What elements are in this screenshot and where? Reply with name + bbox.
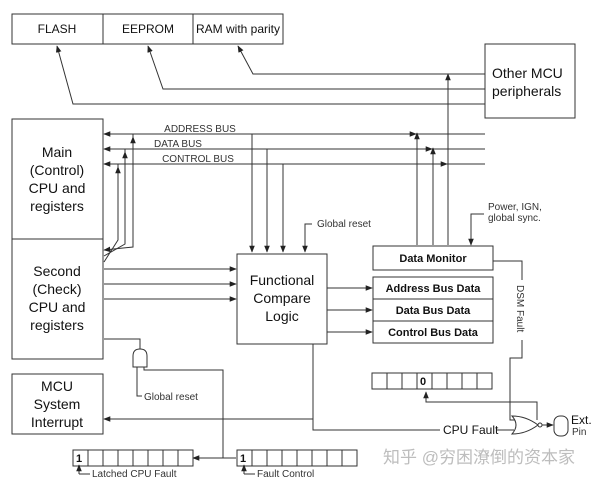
register-cell	[461, 372, 478, 390]
data-monitor-label: Data Monitor	[399, 253, 467, 265]
dsm-fault-label: DSM Fault	[514, 285, 525, 332]
interrupt-label-2: System	[34, 396, 81, 412]
second-cpu-label-2: (Check)	[32, 281, 81, 297]
peripherals-box	[484, 43, 576, 119]
status-register: 0	[371, 372, 493, 390]
address-bus-label: ADDRESS BUS	[164, 124, 236, 135]
register-cell	[431, 372, 448, 390]
second-cpu-label-3: CPU and	[29, 299, 86, 315]
latched-cpu-fault-register: 1	[72, 449, 194, 467]
register-cell	[446, 372, 463, 390]
register-cell	[476, 372, 493, 390]
watermark: 知乎 @穷困潦倒的资本家	[383, 448, 575, 467]
main-cpu-label-1: Main	[42, 144, 72, 160]
data-monitor-box	[372, 245, 494, 271]
register-cell	[371, 372, 388, 390]
flash-box	[11, 13, 104, 45]
ram-box	[192, 13, 284, 45]
control-bus-data-label: Control Bus Data	[388, 327, 479, 339]
interrupt-box	[11, 373, 104, 435]
second-cpu-label-4: registers	[30, 317, 84, 333]
register-cell	[132, 449, 149, 467]
compare-logic-label-3: Logic	[265, 308, 298, 324]
pin-label: Pin	[572, 427, 586, 438]
eeprom-label: EEPROM	[122, 22, 174, 36]
and-gate-icon	[132, 348, 148, 368]
main-cpu-label-4: registers	[30, 198, 84, 214]
fault-control-register: 1	[236, 449, 358, 467]
peripherals-label-2: peripherals	[492, 83, 561, 99]
data-bus-data-label: Data Bus Data	[396, 305, 471, 317]
register-bit: 0	[420, 376, 426, 388]
second-cpu-box	[11, 238, 104, 360]
fault-control-label: Fault Control	[257, 469, 314, 480]
flash-label: FLASH	[38, 22, 77, 36]
second-cpu-label-1: Second	[33, 263, 80, 279]
register-cell	[117, 449, 134, 467]
register-cell	[87, 449, 104, 467]
address-bus-data-label: Address Bus Data	[386, 283, 482, 295]
cpu-fault-label: CPU Fault	[443, 423, 499, 437]
register-cell	[251, 449, 268, 467]
compare-logic-label-2: Compare	[253, 290, 311, 306]
ext-label: Ext.	[571, 413, 592, 427]
interrupt-label-1: MCU	[41, 378, 73, 394]
register-bit: 1	[240, 453, 246, 465]
register-cell	[296, 449, 313, 467]
latched-cpu-fault-label: Latched CPU Fault	[92, 469, 177, 480]
register-cell	[177, 449, 194, 467]
main-cpu-label-3: CPU and	[29, 180, 86, 196]
eeprom-box	[102, 13, 194, 45]
peripherals-label-1: Other MCU	[492, 65, 563, 81]
power-label-2: global sync.	[488, 213, 541, 224]
global-reset-top-label: Global reset	[317, 219, 371, 230]
compare-logic-label-1: Functional	[250, 272, 315, 288]
power-label-1: Power, IGN,	[488, 202, 542, 213]
or-gate-icon	[510, 415, 539, 435]
register-cell	[281, 449, 298, 467]
register-cell	[311, 449, 328, 467]
register-cell	[341, 449, 358, 467]
main-cpu-box	[11, 118, 104, 240]
ram-label: RAM with parity	[196, 22, 280, 36]
ext-pin-icon	[553, 415, 569, 437]
control-bus-label: CONTROL BUS	[162, 154, 234, 165]
main-cpu-label-2: (Control)	[30, 162, 84, 178]
register-cell	[401, 372, 418, 390]
register-cell	[326, 449, 343, 467]
register-cell	[102, 449, 119, 467]
register-cell	[147, 449, 164, 467]
data-bus-label: DATA BUS	[154, 139, 202, 150]
memory-lines	[55, 45, 485, 105]
compare-logic-box	[236, 253, 328, 345]
register-cell	[162, 449, 179, 467]
register-cell	[266, 449, 283, 467]
memory-block: FLASH EEPROM RAM with parity	[11, 13, 284, 45]
register-cell	[386, 372, 403, 390]
buses: ADDRESS BUS DATA BUS CONTROL BUS	[103, 73, 485, 263]
interrupt-label-3: Interrupt	[31, 414, 83, 430]
or-gate-bubble	[537, 422, 543, 428]
control-bus-data-box	[372, 320, 494, 344]
register-bit: 1	[76, 453, 82, 465]
global-reset-bottom-label: Global reset	[144, 392, 198, 403]
